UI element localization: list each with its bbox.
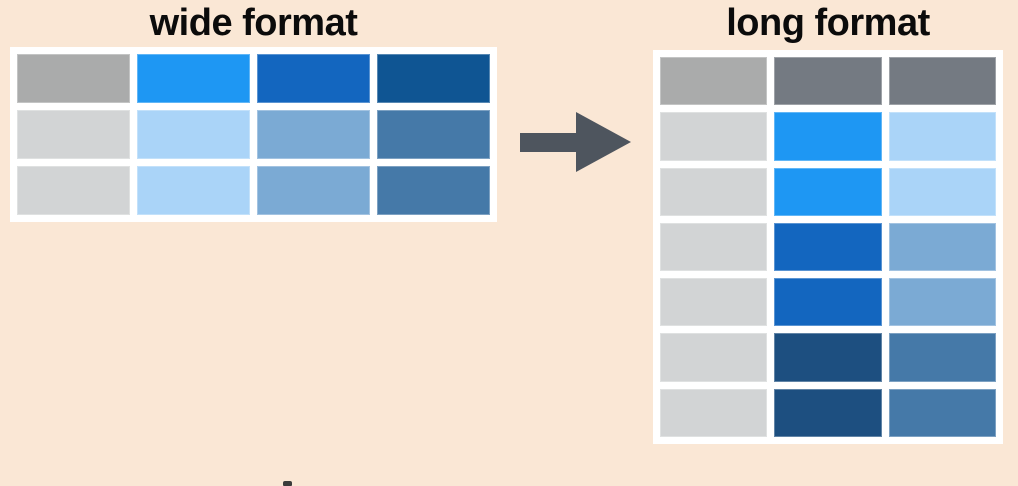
table-cell-blue-light <box>888 112 996 161</box>
table-cell-gray-light <box>17 166 130 215</box>
table-cell-gray-light <box>660 388 768 437</box>
table-cell-blue-light <box>888 167 996 216</box>
table-cell-navy-dark <box>774 333 882 382</box>
table-cell-blue-bright <box>774 167 882 216</box>
table-cell-gray-light <box>660 278 768 327</box>
wide-format-title: wide format <box>149 2 358 44</box>
table-cell-gray-light <box>660 333 768 382</box>
table-cell-blue-steel <box>888 388 996 437</box>
right-arrow-svg <box>520 112 631 172</box>
table-cell-blue-medium <box>257 54 370 103</box>
transform-arrow-icon <box>515 103 637 181</box>
table-cell-gray-header <box>660 57 768 106</box>
table-cell-blue-steel <box>377 166 490 215</box>
table-cell-gray-light <box>660 112 768 161</box>
table-cell-blue-bright <box>774 112 882 161</box>
wide-format-table <box>10 47 497 222</box>
table-cell-blue-light <box>137 110 250 159</box>
table-cell-blue-muted <box>257 166 370 215</box>
long-format-table <box>653 50 1003 444</box>
cropped-text-artifact <box>283 481 292 486</box>
table-cell-blue-dark <box>377 54 490 103</box>
long-format-title: long format <box>726 2 930 44</box>
table-cell-blue-bright <box>137 54 250 103</box>
table-cell-gray-light <box>660 167 768 216</box>
table-cell-blue-light <box>137 166 250 215</box>
table-cell-gray-light <box>660 222 768 272</box>
table-cell-gray-header <box>17 54 130 103</box>
table-cell-navy-dark <box>774 388 882 437</box>
table-cell-gray-light <box>17 110 130 159</box>
table-cell-blue-muted <box>888 222 996 272</box>
table-cell-blue-medium <box>774 278 882 327</box>
table-cell-blue-muted <box>888 278 996 327</box>
table-cell-blue-medium <box>774 222 882 272</box>
table-cell-slate-gray <box>888 57 996 106</box>
table-cell-slate-gray <box>774 57 882 106</box>
table-cell-blue-muted <box>257 110 370 159</box>
table-cell-blue-steel <box>888 333 996 382</box>
table-cell-blue-steel <box>377 110 490 159</box>
arrow-head <box>576 112 631 172</box>
arrow-shaft <box>520 133 583 152</box>
